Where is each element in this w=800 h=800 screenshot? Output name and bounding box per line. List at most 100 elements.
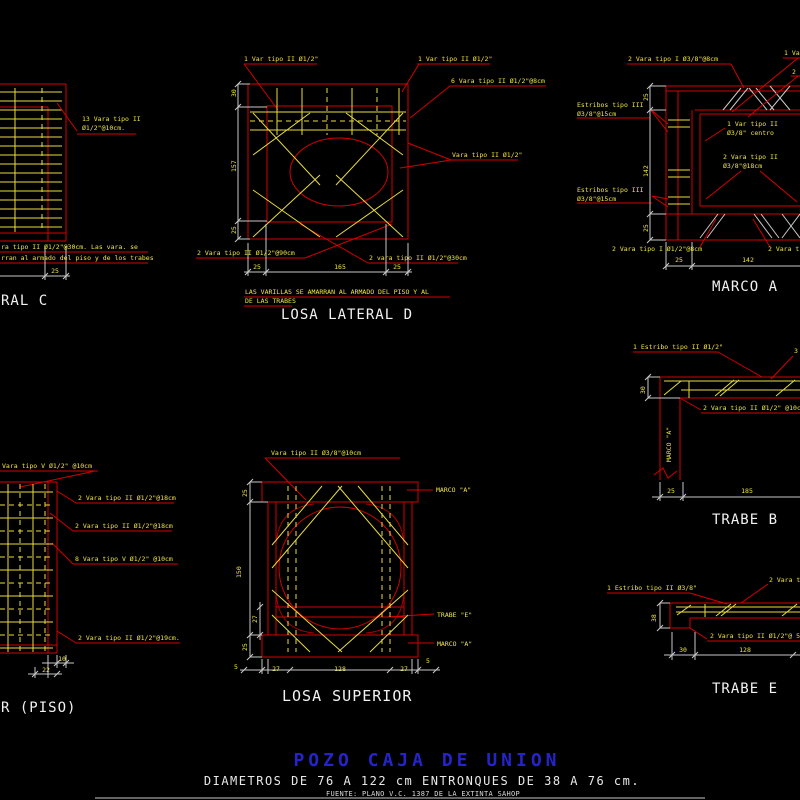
dimension-text: 142	[742, 256, 754, 264]
rebar-label: Vara tipo V Ø1/2" @10cm	[2, 462, 92, 470]
pipe-opening-ellipse	[289, 137, 389, 207]
dimension-lines	[646, 82, 800, 270]
stirrup-lines	[668, 119, 690, 205]
dimension-text: 27	[251, 615, 259, 623]
frame-outline	[665, 85, 800, 241]
dimension-text: 22	[42, 666, 50, 674]
dimension-text: 30	[679, 646, 687, 654]
rebar-label-truncated: 3	[794, 347, 798, 355]
rebar-label: 1 Var tipo II Ø1/2"	[244, 55, 318, 63]
rebar-label: 8 Vara tipo V Ø1/2" @10cm	[75, 555, 173, 563]
stirrup-label: Estribos tipo III	[577, 101, 644, 109]
rebar-label-truncated: 2 V	[792, 68, 800, 76]
rebar-label: 2 Vara tipo II Ø1/2" @10cm	[703, 404, 800, 412]
leader-lines	[633, 351, 800, 414]
detail-title: RAL C	[1, 293, 48, 309]
slab-outline	[0, 83, 67, 242]
dimension-text: 128	[334, 665, 346, 673]
dimension-text: 25	[642, 93, 650, 101]
dimension-text: 25	[241, 643, 249, 651]
dimension-text: 5	[234, 663, 238, 671]
dimension-text: 157	[230, 160, 238, 172]
detail-title: TRABE E	[712, 681, 778, 697]
drawing-source: FUENTE: PLANO V.C. 1387 DE LA EXTINTA SA…	[326, 790, 520, 798]
stirrup-label: 1 Estribo tipo II Ø1/2"	[633, 343, 723, 351]
leader-lines	[577, 57, 800, 248]
marco-reference-label: MARCO "A"	[436, 486, 471, 494]
rebar-label: 13 Vara tipo II	[82, 115, 141, 123]
rebar-label: Ø3/8" centro	[727, 129, 774, 137]
marco-a-detail: 2 Vara tipo I Ø3/8"@8cm 1 Va 2 V Estribo…	[577, 49, 800, 295]
dimension-text: 30	[230, 89, 238, 97]
rebar-label: 2 Vara tipo II Ø1/2"@ 5cm	[710, 632, 800, 640]
dimension-text: 27	[400, 665, 408, 673]
dimension-text: 25	[675, 256, 683, 264]
losa-piso-detail: Vara tipo V Ø1/2" @10cm 2 Vara tipo II Ø…	[0, 462, 180, 716]
leader-lines	[607, 583, 800, 642]
rebar-label-truncated: 2 Vara ti	[769, 576, 800, 584]
note-text: DE LAS TRABES	[245, 297, 296, 305]
rebar-label: 2 Vara tipo II Ø1/2"@19cm.	[78, 634, 180, 642]
rebar-label: 6 Vara tipo II Ø1/2"@8cm	[451, 77, 545, 85]
rebar-label: 1 Var tipo II	[727, 120, 778, 128]
stirrup-label: Ø3/8"@15cm	[577, 195, 616, 203]
beam-outline	[669, 602, 800, 629]
rebar-grid	[250, 88, 406, 238]
slab-outline	[247, 83, 409, 240]
rebar-label: 2 Vara tipo I Ø1/2"@8cm	[612, 245, 702, 253]
rebar-label: 2 Vara tipo II Ø1/2"@90cm	[197, 249, 295, 257]
dimension-text: 38	[650, 614, 658, 622]
detail-title: LOSA SUPERIOR	[282, 687, 412, 705]
dimension-text: 150	[235, 566, 243, 578]
losa-lateral-d-detail: 1 Var tipo II Ø1/2" 1 Var tipo II Ø1/2" …	[196, 55, 546, 323]
leader-lines	[0, 470, 180, 644]
losa-lateral-c-detail: 13 Vara tipo II Ø1/2"@10cm. ra tipo II Ø…	[0, 83, 154, 309]
hatch-marks	[699, 85, 800, 239]
dimension-text: 27	[272, 665, 280, 673]
rebar-label: 2 Vara tipo II Ø1/2"@18cm	[75, 522, 173, 530]
title-block: POZO CAJA DE UNION DIAMETROS DE 76 A 122…	[95, 750, 705, 799]
stirrup-lines	[676, 603, 800, 617]
rebar-label-truncated: 1 Va	[784, 49, 800, 57]
dimension-text: 142	[642, 165, 650, 177]
leader-lines	[0, 102, 148, 264]
rebar-label: 2 Vara tipo II Ø1/2"@18cm	[78, 494, 176, 502]
dimension-text: 25	[642, 224, 650, 232]
dimension-text: 25	[241, 489, 249, 497]
corner-arcs	[275, 503, 405, 634]
dimension-lines	[656, 599, 800, 660]
dimension-text: 185	[741, 487, 753, 495]
dimension-text: 5	[426, 657, 430, 665]
detail-title: LOSA LATERAL D	[281, 307, 413, 323]
stirrup-label: Estribos tipo III	[577, 186, 644, 194]
dimension-text: 10	[58, 655, 66, 663]
dimension-lines	[644, 373, 800, 501]
note-text: rran al armado del piso y de los trabes	[1, 254, 154, 262]
beam-outline	[653, 376, 800, 480]
rebar-label: 2 Vara tipo II	[723, 153, 778, 161]
detail-title: TRABE B	[712, 512, 778, 528]
rebar-label: 2 vara tipo II Ø1/2"@30cm	[369, 254, 467, 262]
rebar-label: Vara tipo II Ø3/8"@10cm	[271, 449, 361, 457]
rebar-grid-dashed	[0, 484, 53, 652]
detail-title: R (PISO)	[1, 700, 76, 716]
drawing-title: POZO CAJA DE UNION	[293, 750, 560, 771]
stirrup-label: Ø3/8"@15cm	[577, 110, 616, 118]
dimension-text: 25	[51, 267, 59, 275]
rebar-grid	[0, 88, 62, 232]
dimension-text: 25	[253, 263, 261, 271]
rebar-label: 2 Vara tipo I Ø3/8"@8cm	[628, 55, 718, 63]
slab-outline	[0, 481, 58, 654]
rebar-grid	[0, 484, 53, 652]
leader-lines	[264, 457, 435, 644]
diagonal-rebar	[271, 485, 409, 653]
dimension-text: 25	[230, 226, 238, 234]
drawing-subtitle: DIAMETROS DE 76 A 122 cm ENTRONQUES DE 3…	[204, 774, 640, 788]
dimension-lines	[234, 80, 412, 276]
dimension-text: 25	[393, 263, 401, 271]
note-text: ra tipo II Ø1/2"@30cm. Las vara. se	[1, 243, 138, 251]
dimension-text: 30	[639, 386, 647, 394]
losa-superior-detail: Vara tipo II Ø3/8"@10cm MARCO "A" TRABE …	[234, 449, 472, 705]
slab-outline	[261, 481, 419, 658]
